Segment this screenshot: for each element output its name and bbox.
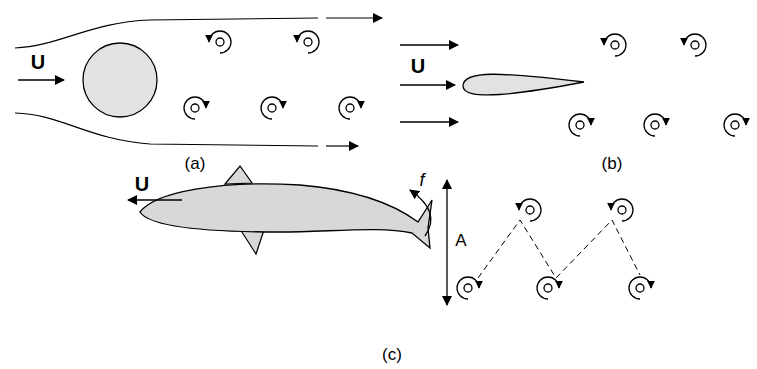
velocity-label: U (31, 52, 45, 72)
amplitude-label: A (455, 232, 466, 249)
panel-label: (c) (382, 346, 402, 363)
frequency-label: f (419, 171, 424, 189)
cylinder-wake (15, 18, 382, 146)
velocity-label: U (135, 174, 149, 194)
panel-label: (a) (185, 155, 206, 172)
panel-label: (b) (602, 155, 623, 172)
airfoil-wake (400, 34, 746, 136)
velocity-label: U (411, 56, 425, 76)
fish-wake (128, 166, 651, 305)
